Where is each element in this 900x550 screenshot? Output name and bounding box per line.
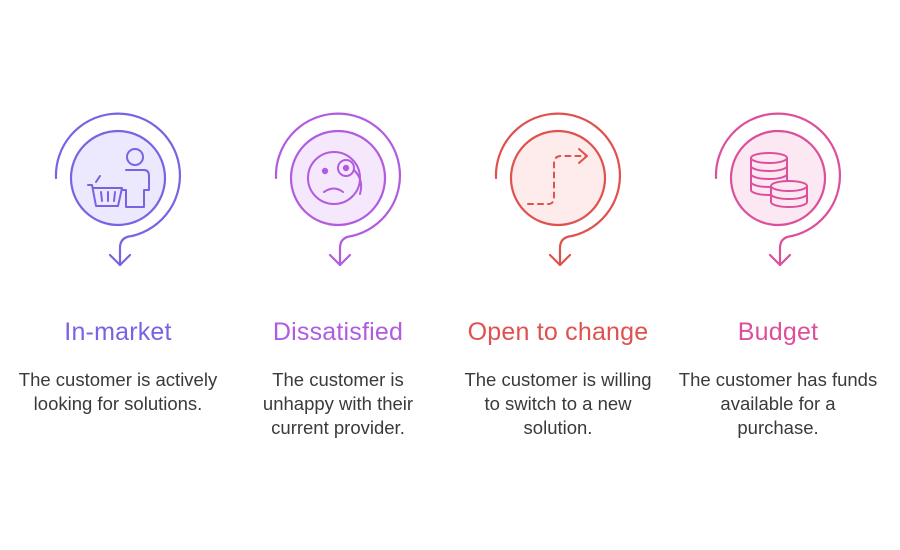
- step-description: The customer is actively looking for sol…: [18, 369, 218, 414]
- step-dissatisfied: Dissatisfied The customer is unhappy wit…: [228, 0, 448, 550]
- icon-circle: [69, 129, 167, 227]
- down-arrow-icon: [548, 253, 572, 267]
- spiral-arc: [274, 112, 402, 267]
- down-arrow-icon: [768, 253, 792, 267]
- step-description: The customer is willing to switch to a n…: [464, 369, 652, 438]
- step-title: Open to change: [467, 318, 649, 346]
- icon-circle: [509, 129, 607, 227]
- down-arrow-icon: [108, 253, 132, 267]
- step-description: The customer is unhappy with their curre…: [262, 369, 414, 438]
- frowning-face-with-monocle-icon: [307, 151, 363, 205]
- spiral-arc: [54, 112, 182, 267]
- down-arrow-icon: [328, 253, 352, 267]
- open-to-change-graphic: [494, 112, 622, 267]
- icon-circle: [289, 129, 387, 227]
- step-budget: Budget The customer has funds available …: [668, 0, 888, 550]
- in-market-graphic: [54, 112, 182, 267]
- budget-graphic: [714, 112, 842, 267]
- shopper-with-basket-icon: [87, 148, 150, 208]
- step-description: The customer has funds available for a p…: [678, 369, 878, 438]
- step-in-market: In-market The customer is actively looki…: [8, 0, 228, 550]
- coin-stacks-icon: [750, 152, 808, 208]
- dashed-path-arrow-icon: [527, 148, 588, 205]
- step-title: In-market: [64, 318, 172, 346]
- spiral-arc: [494, 112, 622, 267]
- dissatisfied-graphic: [274, 112, 402, 267]
- spiral-arc: [714, 112, 842, 267]
- step-title: Dissatisfied: [272, 318, 404, 346]
- step-title: Budget: [737, 318, 819, 346]
- step-open-to-change: Open to change The customer is willing t…: [448, 0, 668, 550]
